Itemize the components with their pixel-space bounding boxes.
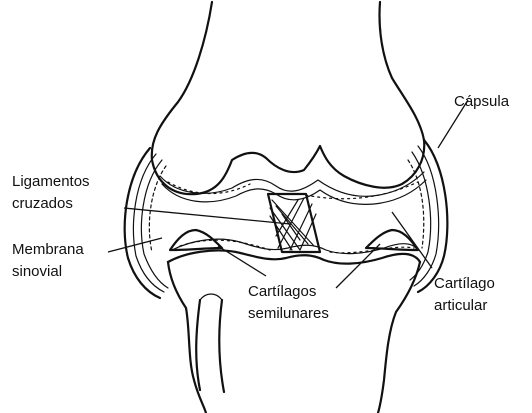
label-ligamentos-line1: Ligamentos [12, 173, 90, 190]
label-cartilagos-line1: Cartílagos [248, 283, 316, 300]
leader-cartilago-articular [392, 212, 432, 268]
joint-capsule-left [125, 148, 168, 298]
label-cartilagos-line2: semilunares [248, 305, 329, 322]
label-cartilago-line1: Cartílago [434, 275, 495, 292]
label-capsula: Cápsula [454, 93, 510, 110]
label-membrana-line2: sinovial [12, 263, 62, 280]
label-cartilago-line2: articular [434, 297, 487, 314]
leader-ligamentos [124, 208, 290, 224]
femur [152, 2, 426, 204]
labels: Cápsula Ligamentos cruzados Membrana sin… [12, 93, 510, 322]
label-membrana-line1: Membrana [12, 241, 84, 258]
joint-capsule-right [408, 140, 447, 292]
leader-cartilagos-left [218, 246, 266, 276]
label-ligamentos-line2: cruzados [12, 195, 73, 212]
tibia [168, 239, 420, 413]
leader-cartilagos-right [336, 244, 380, 288]
